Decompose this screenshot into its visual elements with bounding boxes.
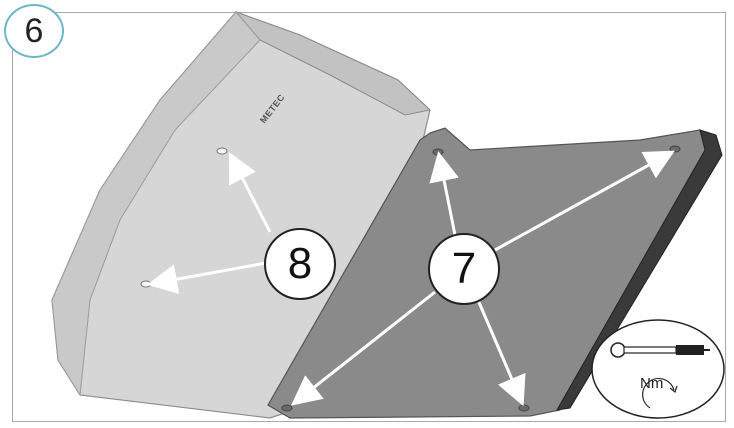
callout-8: 8 [264, 228, 336, 300]
bolt-hole [432, 148, 444, 156]
callout-7: 7 [428, 233, 500, 305]
step-number-badge: 6 [4, 4, 64, 58]
arrow-7-bottom-left [290, 290, 436, 406]
bolt-hole [669, 145, 681, 153]
arrow-8-upper [228, 151, 272, 233]
diagram-frame [12, 12, 726, 422]
bolt-hole [518, 404, 530, 412]
bolt-hole [281, 404, 293, 412]
bolt-hole [140, 280, 152, 288]
arrow-7-right [494, 150, 675, 252]
bolt-hole [216, 147, 228, 155]
rear-plate-edge [556, 129, 723, 411]
arrow-7-bottom [476, 299, 526, 407]
front-plate-side-flange [51, 11, 261, 397]
torque-unit-label: Nm [640, 375, 664, 392]
torque-wrench-icon [591, 319, 725, 419]
arrow-8-lower [147, 261, 267, 295]
front-plate-top-flange [234, 10, 432, 116]
arrow-7-top [429, 151, 459, 236]
